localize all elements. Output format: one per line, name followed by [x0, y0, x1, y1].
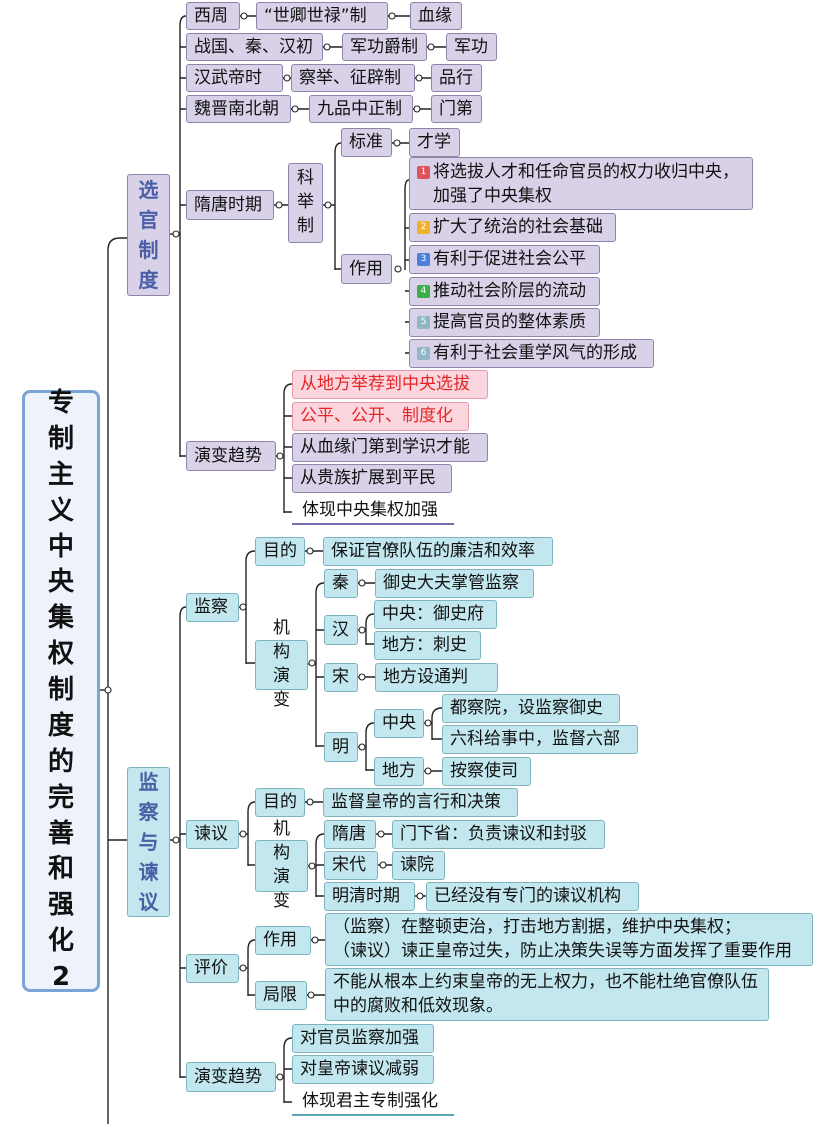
evaluation-role[interactable]: （监察）在整顿吏治，打击地方割据，维护中央集权； （谏议）谏正皇帝过失，防止决策… [325, 913, 813, 966]
trend-1-item-5[interactable]: 体现中央集权加强 [292, 497, 454, 525]
branch-supervision-remonstrance[interactable]: 监察与谏议 [127, 767, 170, 917]
basis-conduct[interactable]: 品行 [431, 64, 482, 92]
remonstrance-org-label[interactable]: 机构演变 [255, 819, 308, 911]
keju-role-3[interactable]: 3 有利于促进社会公平 [409, 245, 600, 274]
evaluation-role-line-2: （谏议）谏正皇帝过失，防止决策失误等方面发挥了重要作用 [333, 940, 792, 961]
keju-system[interactable]: 科举制 [288, 163, 323, 243]
evaluation-limit-label[interactable]: 局限 [255, 981, 307, 1010]
system-jiupin[interactable]: 九品中正制 [309, 95, 413, 123]
trend-1-item-3[interactable]: 从血缘门第到学识才能 [292, 433, 488, 462]
era-zhanguo[interactable]: 战国、秦、汉初 [186, 33, 323, 61]
supervision-song[interactable]: 宋 [324, 663, 358, 692]
trend-1-item-4[interactable]: 从贵族扩展到平民 [292, 464, 452, 493]
supervision-ming-central-1[interactable]: 都察院，设监察御史 [442, 694, 620, 723]
supervision-han-central[interactable]: 中央：御史府 [374, 600, 497, 629]
keju-role-6[interactable]: 6 有利于社会重学风气的形成 [409, 339, 654, 368]
supervision-song-value[interactable]: 地方设通判 [375, 663, 498, 692]
number-2-icon: 2 [417, 221, 430, 234]
supervision-qin[interactable]: 秦 [324, 569, 358, 598]
trend-label-2[interactable]: 演变趋势 [186, 1062, 276, 1092]
basis-military-merit[interactable]: 军功 [446, 33, 497, 61]
number-6-icon: 6 [417, 347, 430, 360]
remonstrance-suitang-value[interactable]: 门下省：负责谏议和封驳 [392, 820, 605, 849]
number-4-icon: 4 [417, 285, 430, 298]
remonstrance-song[interactable]: 宋代 [324, 851, 378, 880]
root-topic[interactable]: 专制主义中央集权制度的完善和强化2 [22, 388, 100, 992]
trend-2-item-2[interactable]: 对皇帝谏议减弱 [292, 1055, 434, 1084]
supervision-ming-central-2[interactable]: 六科给事中，监督六部 [442, 725, 638, 754]
keju-role-3-text: 有利于促进社会公平 [433, 249, 586, 270]
keju-role-2-text: 扩大了统治的社会基础 [433, 217, 603, 238]
supervision-org-label[interactable]: 机构演变 [255, 618, 308, 710]
trend-label-1[interactable]: 演变趋势 [186, 441, 276, 471]
keju-role-4[interactable]: 4 推动社会阶层的流动 [409, 277, 600, 306]
remonstrance-label[interactable]: 谏议 [186, 820, 239, 849]
remonstrance-mingqing[interactable]: 明清时期 [324, 882, 415, 911]
era-hanwudi[interactable]: 汉武帝时 [186, 64, 283, 92]
supervision-ming-central[interactable]: 中央 [374, 709, 424, 738]
system-chaju[interactable]: 察举、征辟制 [291, 64, 415, 92]
remonstrance-song-value[interactable]: 谏院 [392, 851, 445, 880]
supervision-goal-label[interactable]: 目的 [255, 537, 305, 566]
remonstrance-mingqing-value[interactable]: 已经没有专门的谏议机构 [426, 882, 639, 911]
supervision-han[interactable]: 汉 [324, 615, 358, 645]
trend-2-item-3[interactable]: 体现君主专制强化 [292, 1088, 454, 1116]
era-weijin[interactable]: 魏晋南北朝 [186, 95, 291, 123]
supervision-ming[interactable]: 明 [324, 732, 358, 762]
remonstrance-goal[interactable]: 监督皇帝的言行和决策 [323, 788, 518, 817]
keju-role-1-text: 将选拔人才和任命官员的权力收归中央，加强了中央集权 [433, 162, 739, 206]
branch-selection-system[interactable]: 选官制度 [127, 174, 170, 296]
trend-2-item-1[interactable]: 对官员监察加强 [292, 1024, 434, 1053]
system-shiqing[interactable]: “世卿世禄”制 [256, 2, 388, 30]
keju-role-5-text: 提高官员的整体素质 [433, 312, 586, 333]
keju-role-label[interactable]: 作用 [341, 254, 392, 284]
keju-standard-value[interactable]: 才学 [409, 128, 460, 157]
supervision-label[interactable]: 监察 [186, 593, 239, 622]
evaluation-limit[interactable]: 不能从根本上约束皇帝的无上权力，也不能杜绝官僚队伍中的腐败和低效现象。 [325, 968, 769, 1021]
basis-blood[interactable]: 血缘 [410, 2, 462, 30]
keju-role-4-text: 推动社会阶层的流动 [433, 281, 586, 302]
number-5-icon: 5 [417, 316, 430, 329]
era-xizhou[interactable]: 西周 [186, 2, 240, 30]
keju-role-1[interactable]: 1 将选拔人才和任命官员的权力收归中央，加强了中央集权 [409, 157, 753, 210]
evaluation-role-label[interactable]: 作用 [255, 926, 311, 955]
trend-1-item-1[interactable]: 从地方举荐到中央选拔 [292, 370, 488, 399]
supervision-ming-local[interactable]: 地方 [374, 757, 424, 786]
system-military-rank[interactable]: 军功爵制 [342, 33, 427, 61]
keju-role-6-text: 有利于社会重学风气的形成 [433, 343, 637, 364]
keju-role-5[interactable]: 5 提高官员的整体素质 [409, 308, 600, 337]
trend-1-item-2[interactable]: 公平、公开、制度化 [292, 402, 469, 431]
supervision-qin-value[interactable]: 御史大夫掌管监察 [375, 569, 534, 598]
keju-role-2[interactable]: 2 扩大了统治的社会基础 [409, 213, 616, 242]
basis-family-status[interactable]: 门第 [431, 95, 482, 123]
evaluation-role-line-1: （监察）在整顿吏治，打击地方割据，维护中央集权； [333, 916, 741, 937]
evaluation-label[interactable]: 评价 [186, 954, 239, 983]
supervision-ming-local-value[interactable]: 按察使司 [442, 757, 531, 786]
keju-standard-label[interactable]: 标准 [341, 128, 392, 157]
remonstrance-goal-label[interactable]: 目的 [255, 788, 305, 817]
number-1-icon: 1 [417, 166, 430, 179]
number-3-icon: 3 [417, 253, 430, 266]
supervision-goal[interactable]: 保证官僚队伍的廉洁和效率 [323, 537, 553, 566]
supervision-han-local[interactable]: 地方：刺史 [374, 631, 481, 660]
era-suitang[interactable]: 隋唐时期 [186, 190, 274, 220]
remonstrance-suitang[interactable]: 隋唐 [324, 820, 376, 849]
